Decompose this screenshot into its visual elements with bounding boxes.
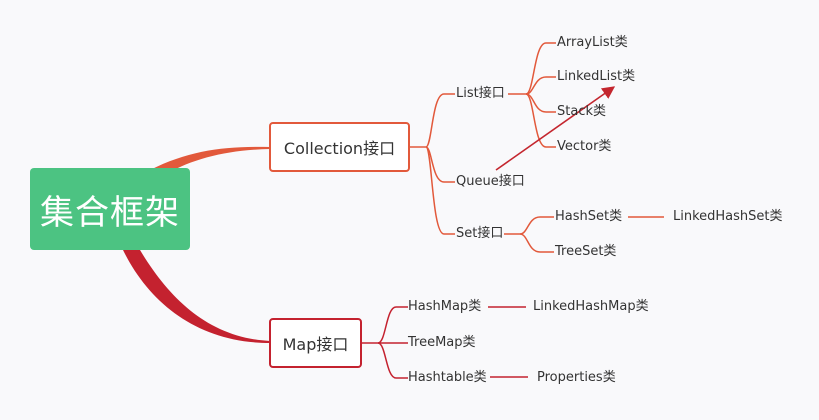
hashmap-node[interactable]: HashMap类 [408,299,482,314]
linkedhashmap-node[interactable]: LinkedHashMap类 [533,299,649,314]
arraylist-node[interactable]: ArrayList类 [557,35,628,50]
treemap-node[interactable]: TreeMap类 [408,335,476,350]
map-bracket [362,306,528,379]
root-to-map-branch [123,250,270,343]
list-interface-node[interactable]: List接口 [456,86,505,101]
list-bracket [508,42,556,148]
set-interface-node[interactable]: Set接口 [456,226,504,241]
root-node[interactable]: 集合框架 [30,168,190,250]
collection-bracket [410,93,455,235]
properties-node[interactable]: Properties类 [537,370,616,385]
map-interface-node[interactable]: Map接口 [269,318,362,368]
queue-to-linkedlist-arrow [495,86,616,171]
queue-interface-node[interactable]: Queue接口 [456,174,525,189]
vector-node[interactable]: Vector类 [557,139,612,154]
hashset-node[interactable]: HashSet类 [555,209,623,224]
linkedhashset-node[interactable]: LinkedHashSet类 [673,209,783,224]
stack-node[interactable]: Stack类 [557,104,606,119]
treeset-node[interactable]: TreeSet类 [555,244,617,259]
set-bracket [504,216,664,253]
linkedlist-node[interactable]: LinkedList类 [557,69,636,84]
collection-interface-node[interactable]: Collection接口 [269,122,410,172]
hashtable-node[interactable]: Hashtable类 [408,370,487,385]
